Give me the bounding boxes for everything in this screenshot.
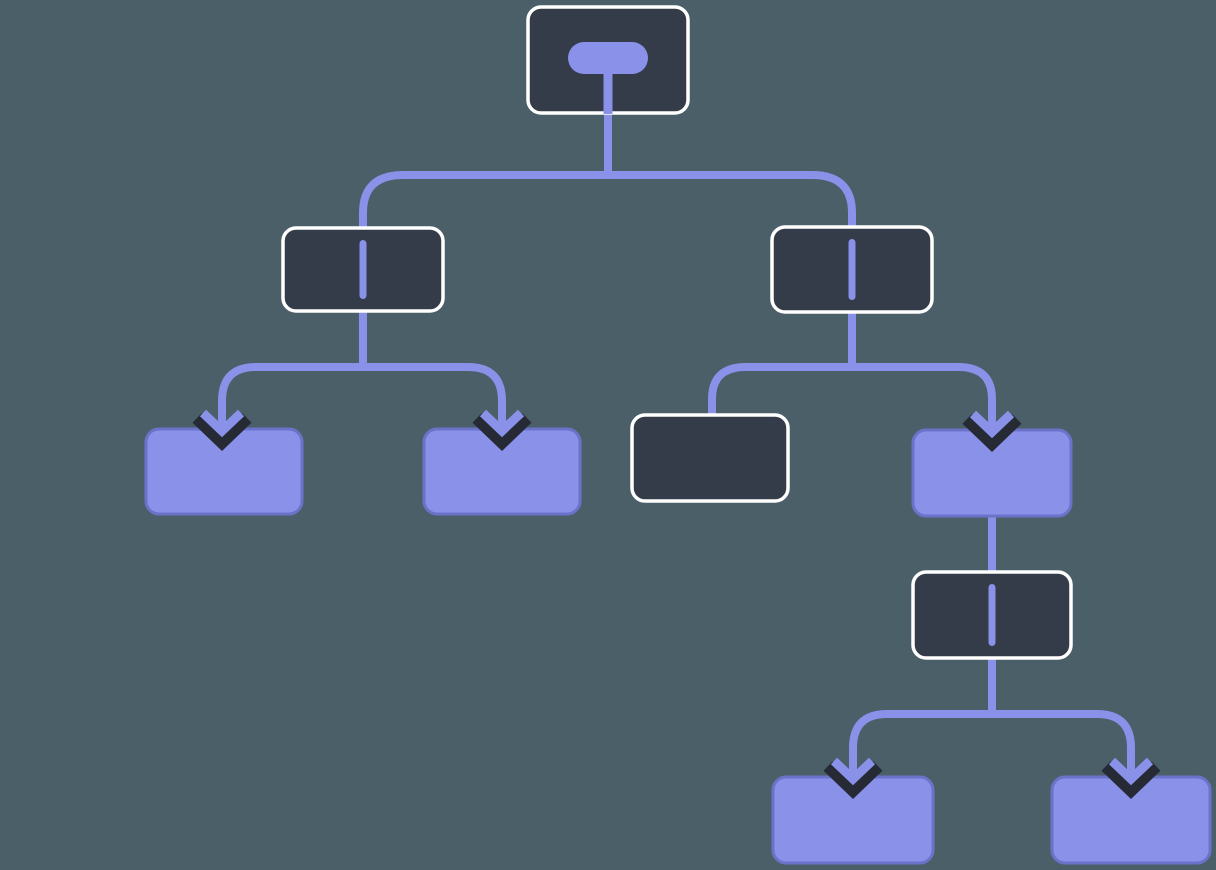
arrow-down-icon: [479, 409, 525, 438]
arrow-down-icon-black: [962, 414, 1022, 453]
arrow-down-icon-black: [472, 413, 532, 452]
leaf-node-3[interactable]: [630, 413, 790, 503]
arrow-down-icon: [830, 757, 876, 786]
arrow-down-icon: [969, 410, 1015, 439]
pass-through-icon: [988, 584, 996, 646]
connector-left-split: [218, 363, 506, 430]
arrow-down-icon-black: [192, 413, 252, 452]
root-stem-icon: [603, 70, 613, 114]
arrow-down-icon-black: [1101, 761, 1161, 800]
arrow-down-icon-black: [823, 761, 883, 800]
connector-bottom-split: [849, 710, 1135, 779]
pass-through-icon: [848, 239, 856, 300]
connector-top-split: [359, 171, 856, 230]
arrow-down-icon: [199, 409, 245, 438]
arrow-down-icon: [1108, 757, 1154, 786]
connector-right-split: [708, 363, 996, 431]
root-pill-icon: [568, 42, 648, 74]
pass-through-icon: [359, 240, 367, 299]
